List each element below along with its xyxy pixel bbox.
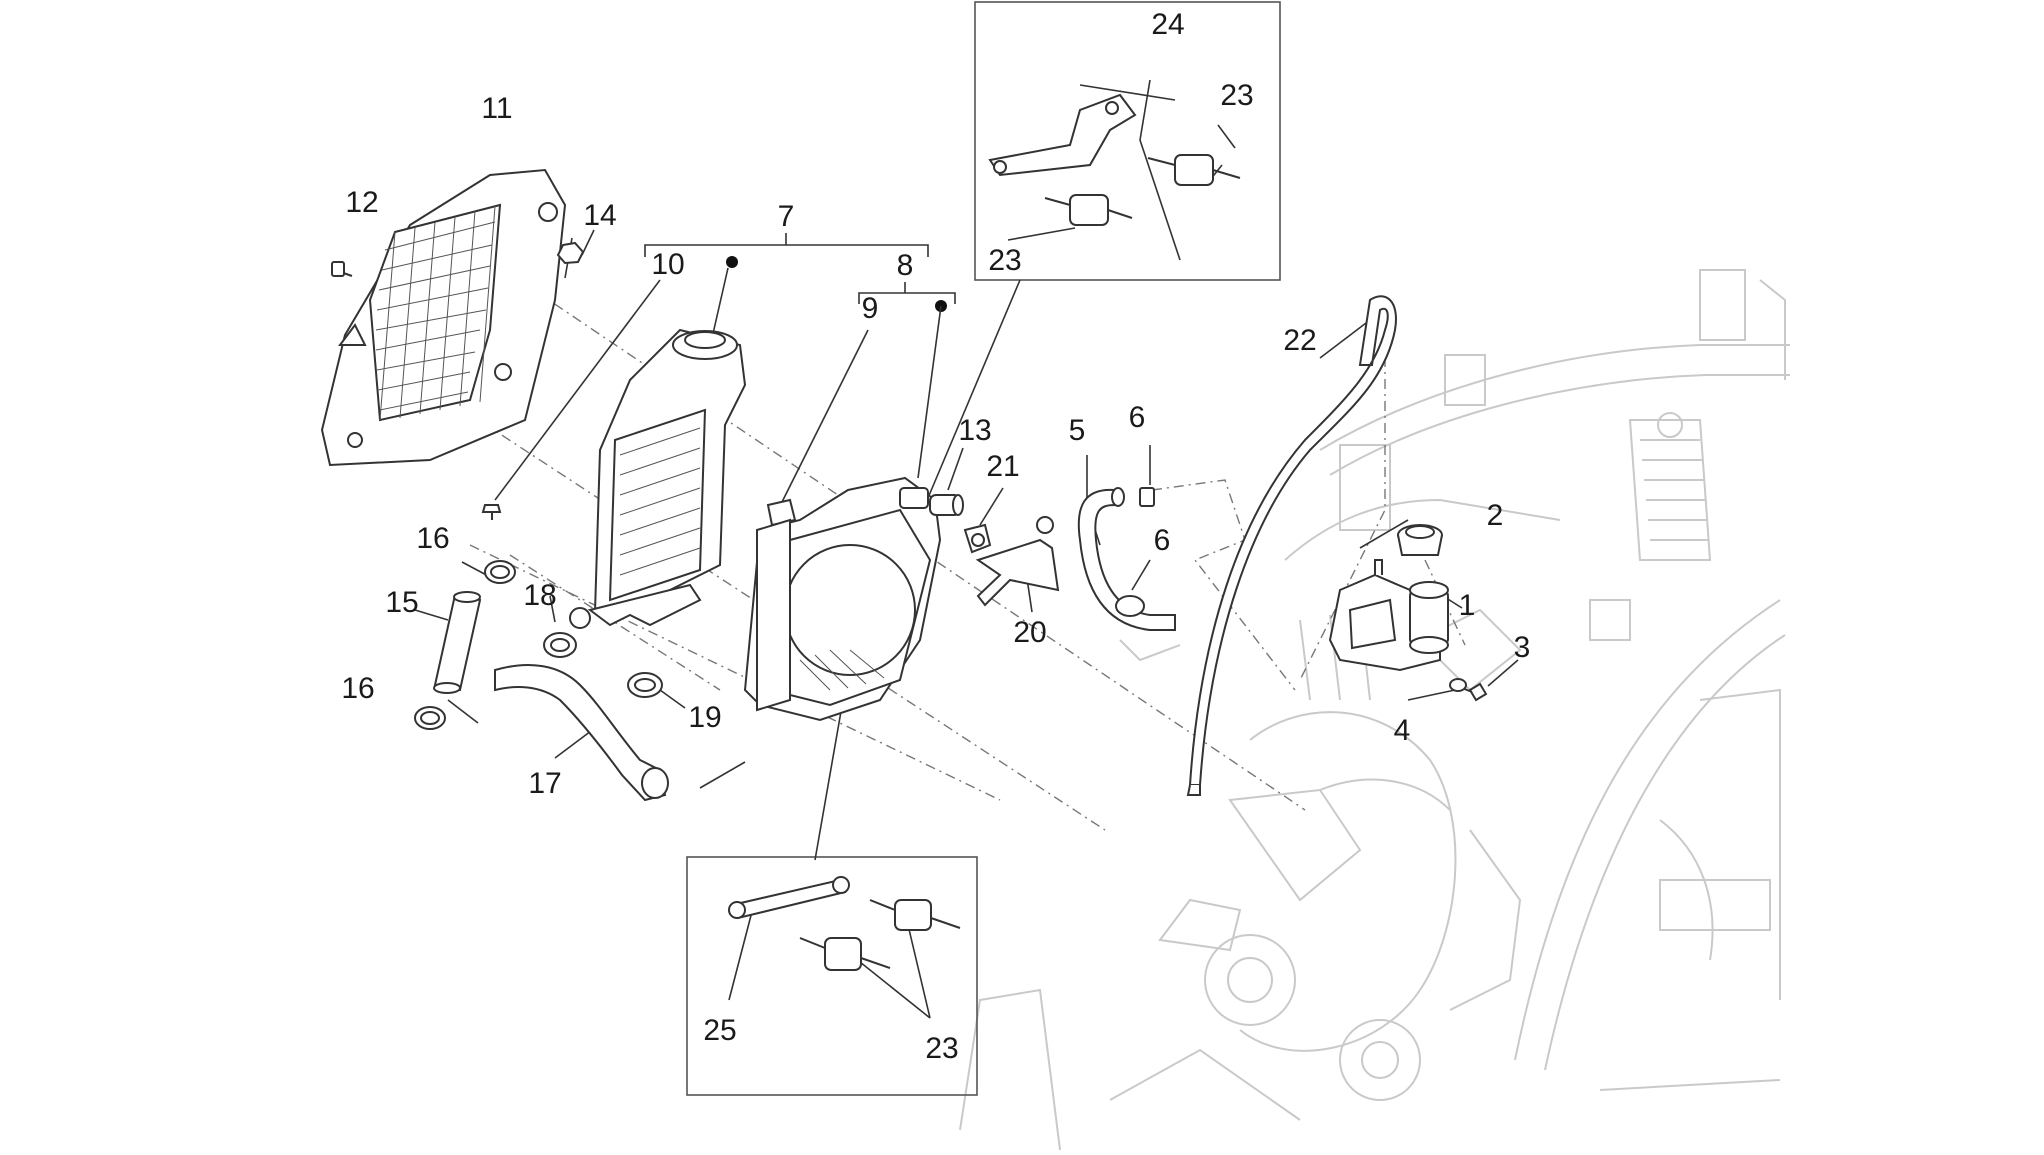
callout-16a: 16 [416,522,449,555]
callout-6b: 6 [1154,524,1171,557]
callout-6a: 6 [1129,401,1146,434]
damper-23-top-right [1147,154,1241,186]
bolt-12 [331,261,353,277]
detail-box-top [974,1,1281,281]
callout-14: 14 [583,199,616,232]
callout-19: 19 [688,701,721,734]
callout-1: 1 [1459,589,1476,622]
hose-15 [433,591,482,694]
callout-5: 5 [1069,414,1086,447]
hose-clamp-19 [627,672,663,698]
callout-4: 4 [1394,714,1411,747]
bracket-24 [988,93,1137,177]
damper-23-bottom-right [869,899,961,931]
clamp-6-upper [1139,487,1155,507]
hose-clamp-18 [543,632,577,658]
callout-8: 8 [897,249,914,282]
screw-3 [1461,682,1488,702]
callout-7: 7 [778,200,795,233]
kit-bracket-8 [858,282,956,304]
callout-15: 15 [385,586,418,619]
callout-13: 13 [958,414,991,447]
damper-23-bottom-left [799,937,891,971]
kit-dot-7 [726,256,738,268]
callout-23c: 23 [925,1032,958,1065]
clamp-6-lower [1115,595,1145,617]
damper-23-top-left [1044,194,1133,226]
callout-24: 24 [1151,8,1184,41]
kit-bracket-7 [644,233,929,257]
tank-cap-2 [1397,524,1443,556]
hose-clamp-16-upper [484,560,516,584]
clip-9 [766,498,797,527]
callout-18: 18 [523,579,556,612]
spacer-13 [929,494,964,516]
callout-25: 25 [703,1014,736,1047]
bracket-20 [975,516,1060,607]
fan-shroud-8 [743,476,942,722]
callout-23b: 23 [988,244,1021,277]
radiator-cover-11 [320,168,567,467]
callout-17: 17 [528,767,561,800]
callout-21: 21 [986,450,1019,483]
callout-3: 3 [1514,631,1531,664]
expansion-tank-1 [1328,559,1449,672]
callout-23a: 23 [1220,79,1253,112]
leader-lines [414,79,1519,1019]
callout-labels: 1 2 3 4 5 6 6 7 8 9 10 11 12 13 14 15 16… [341,8,1530,1065]
overflow-tube-22 [1186,295,1397,796]
callout-11: 11 [481,92,512,125]
callout-2: 2 [1487,499,1504,532]
radiator-7 [569,328,747,629]
screw-10 [481,504,502,520]
callout-9: 9 [862,292,879,325]
callout-20: 20 [1013,616,1046,649]
detail-box-bottom [686,856,978,1096]
callout-10: 10 [651,248,684,281]
callout-16b: 16 [341,672,374,705]
hose-5 [1077,487,1176,631]
hose-clamp-16-lower [414,706,446,730]
nut-14 [556,241,585,265]
hose-17 [494,664,669,802]
fitting-21 [963,523,992,554]
callout-12: 12 [345,186,378,219]
washer-4 [1449,678,1467,692]
scooter-frame-background [959,269,1790,1151]
link-25 [728,876,850,920]
callout-22: 22 [1283,324,1316,357]
